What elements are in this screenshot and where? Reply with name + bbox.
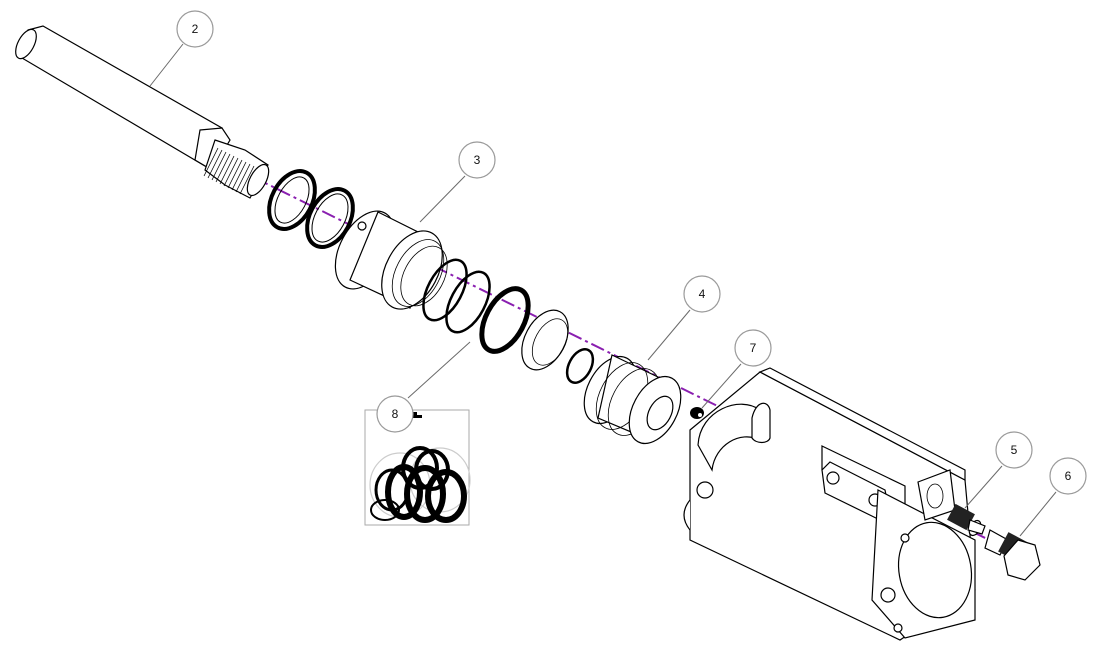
part-rod bbox=[15, 25, 270, 199]
callout-4[interactable]: 4 bbox=[683, 275, 721, 313]
callout-label: 5 bbox=[1011, 443, 1018, 457]
seal-rings-1 bbox=[267, 169, 355, 249]
part-gland bbox=[334, 210, 448, 310]
callout-label: 6 bbox=[1065, 469, 1072, 483]
callout-label: 7 bbox=[750, 341, 757, 355]
callout-label: 2 bbox=[192, 22, 199, 36]
callout-2[interactable]: 2 bbox=[176, 10, 214, 48]
seal-kit-inset bbox=[364, 409, 471, 526]
part-set-screw bbox=[690, 407, 704, 419]
part-fitting bbox=[947, 503, 986, 537]
callout-6[interactable]: 6 bbox=[1049, 457, 1087, 495]
callout-label: 8 bbox=[392, 407, 399, 421]
callout-7[interactable]: 7 bbox=[734, 329, 772, 367]
part-body bbox=[683, 367, 976, 641]
callout-label: 3 bbox=[474, 153, 481, 167]
callout-leaders bbox=[149, 43, 1057, 537]
callout-3[interactable]: 3 bbox=[458, 141, 496, 179]
part-piston bbox=[583, 354, 682, 445]
callout-label: 4 bbox=[699, 287, 706, 301]
callout-5[interactable]: 5 bbox=[995, 431, 1033, 469]
part-plug bbox=[984, 529, 1041, 581]
seal-rings-2 bbox=[422, 258, 595, 384]
callout-8[interactable]: 8 bbox=[376, 395, 414, 433]
